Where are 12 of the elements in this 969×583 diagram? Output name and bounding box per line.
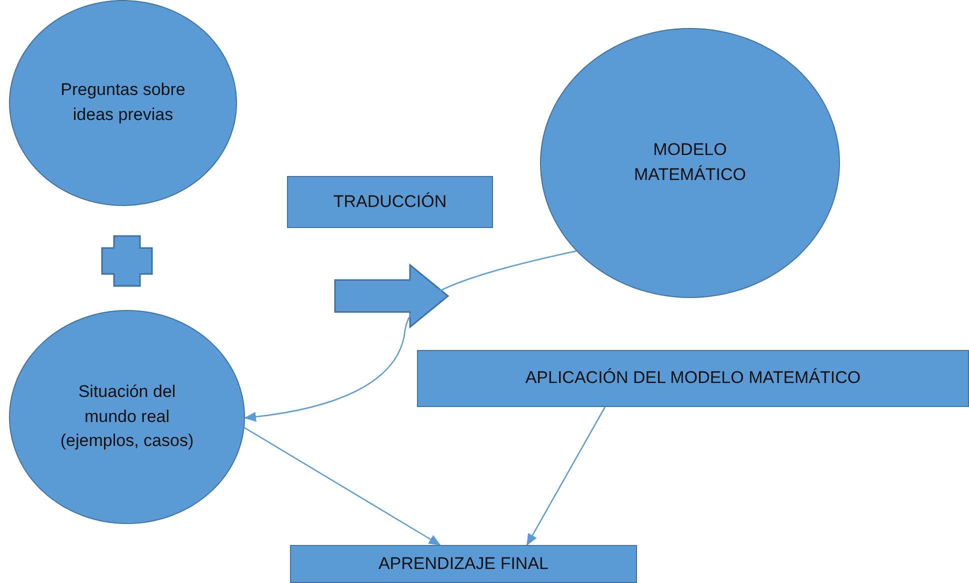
process-box: [287, 176, 493, 228]
node-label: Situación del mundo real (ejemplos, casos): [59, 381, 195, 452]
node-label: TRADUCCIÓN: [333, 190, 447, 213]
arrow: [526, 406, 606, 546]
node-label: APLICACIÓN DEL MODELO MATEMÁTICO: [525, 367, 861, 390]
process-box: [417, 350, 969, 407]
process-box: [290, 545, 637, 583]
node-label: Preguntas sobre ideas previas: [60, 79, 186, 126]
node-label: APRENDIZAJE FINAL: [378, 552, 549, 575]
node-label: MODELO MATEMÁTICO: [632, 139, 748, 186]
arrow: [244, 250, 576, 422]
arrow: [244, 427, 441, 546]
